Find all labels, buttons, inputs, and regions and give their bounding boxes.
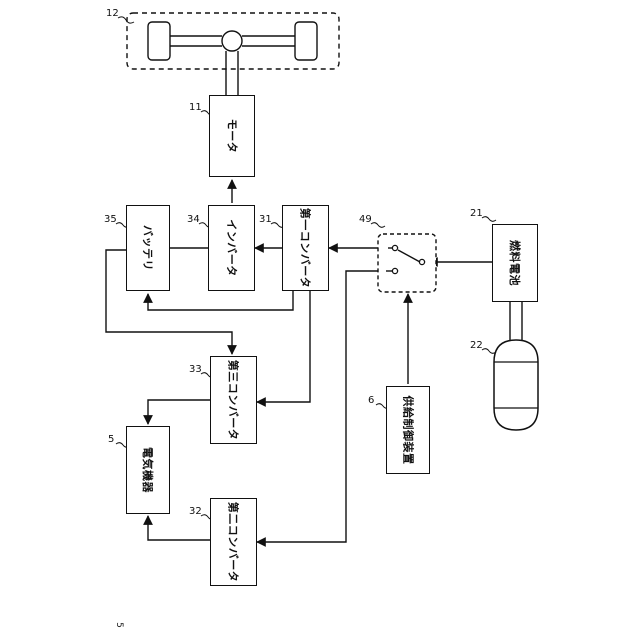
ref-vehicle: 12 xyxy=(106,8,119,19)
arrow-conv1-to-conv3 xyxy=(257,290,310,402)
third-converter-block: 第三コンバータ xyxy=(210,356,257,444)
ref-second-converter: 32 xyxy=(189,506,202,517)
motor-block: モータ xyxy=(209,95,255,177)
differential-gear xyxy=(222,31,242,51)
second-converter-block: 第二コンバータ xyxy=(210,498,257,586)
third-converter-label: 第三コンバータ xyxy=(226,360,242,441)
vehicle-chassis xyxy=(127,13,339,95)
ref-switch: 49 xyxy=(359,214,372,225)
arrow-conv1-to-battery xyxy=(148,290,293,310)
figure-label: 5 xyxy=(114,622,124,628)
ref-third-converter: 33 xyxy=(189,364,202,375)
fuel-cell-label: 燃料電池 xyxy=(507,240,523,286)
ref-first-converter: 31 xyxy=(259,214,272,225)
switch-unit xyxy=(378,234,436,292)
battery-block: バッテリ xyxy=(126,205,170,291)
battery-label: バッテリ xyxy=(140,225,156,271)
ref-tank: 22 xyxy=(470,340,483,351)
ref-supply-controller: 6 xyxy=(368,395,374,406)
inverter-block: インバータ xyxy=(208,205,255,291)
supply-controller-block: 供給制御装置 xyxy=(386,386,430,474)
ref-electric-device: 5 xyxy=(108,434,114,445)
second-converter-label: 第二コンバータ xyxy=(226,502,242,583)
inverter-label: インバータ xyxy=(224,219,240,277)
ref-battery: 35 xyxy=(104,214,117,225)
ref-inverter: 34 xyxy=(187,214,200,225)
wheel-left xyxy=(148,22,170,60)
arrow-switch-to-conv2 xyxy=(257,271,386,542)
wheel-right xyxy=(295,22,317,60)
electric-device-block: 電気機器 xyxy=(126,426,170,514)
first-converter-block: 第一コンバータ xyxy=(282,205,329,291)
arrow-conv2-to-device xyxy=(148,516,210,540)
arrow-conv3-to-device xyxy=(148,400,210,424)
fuel-cell-block: 燃料電池 xyxy=(492,224,538,302)
hydrogen-tank xyxy=(494,340,538,430)
electric-device-label: 電気機器 xyxy=(140,447,156,493)
first-converter-label: 第一コンバータ xyxy=(298,208,314,289)
ref-fuel-cell: 21 xyxy=(470,208,483,219)
motor-label: モータ xyxy=(224,119,240,154)
supply-controller-label: 供給制御装置 xyxy=(400,396,416,465)
ref-motor: 11 xyxy=(189,102,202,113)
